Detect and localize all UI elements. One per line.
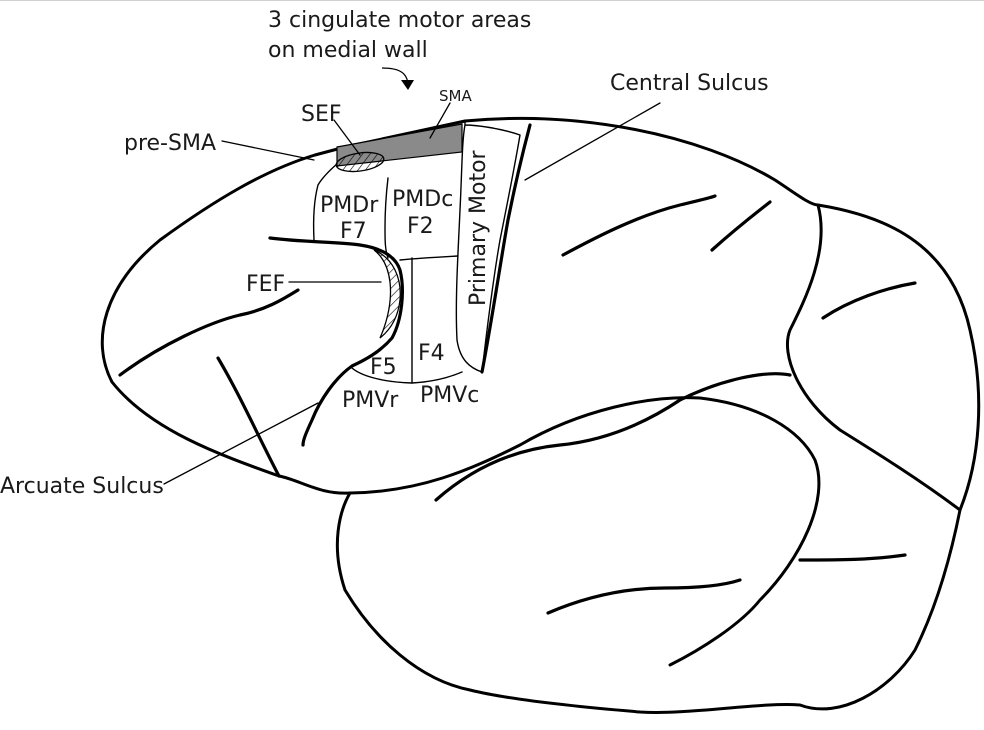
- pmvr-label: PMVr: [342, 388, 399, 413]
- sma-label: SMA: [439, 87, 472, 105]
- sef-leader: [333, 119, 361, 156]
- pmdr-label: PMDr: [320, 193, 379, 218]
- cingulate-label-line2: on medial wall: [268, 38, 428, 63]
- f4-label: F4: [418, 341, 445, 366]
- parietal-sulcus: [710, 200, 772, 252]
- arcuate-sulcus-label: Arcuate Sulcus: [0, 474, 164, 499]
- primary-motor-label: Primary Motor: [466, 149, 491, 306]
- fef-label: FEF: [246, 272, 285, 297]
- inferior-temporal-sulcus: [546, 578, 742, 615]
- lunate-sulcus: [798, 553, 907, 562]
- pmd-pmv-boundary: [399, 255, 459, 261]
- lateral-frontal-sulcus: [216, 356, 281, 478]
- central-sulcus-label: Central Sulcus: [610, 71, 769, 96]
- intraparietal-sulcus: [561, 194, 717, 257]
- cingulate-arrow-head: [401, 80, 414, 90]
- superior-temporal-sulcus: [434, 372, 792, 502]
- top-border: [0, 0, 984, 1]
- f7-upper-boundary: [312, 162, 339, 241]
- posterior-sulcus: [821, 281, 917, 320]
- brain-outline: [100, 116, 981, 714]
- primary-motor-strip: [455, 120, 521, 373]
- central-sulcus-line: [480, 123, 532, 374]
- cingulate-label-line1: 3 cingulate motor areas: [268, 8, 531, 33]
- principal-sulcus: [118, 288, 300, 377]
- arcuate-upper-limb: [268, 236, 404, 447]
- central-sulcus-leader: [524, 102, 661, 181]
- f7-label: F7: [340, 219, 367, 244]
- sef-label: SEF: [301, 102, 342, 127]
- pre-sma-leader: [221, 140, 315, 161]
- arcuate-sulcus-leader: [163, 402, 319, 485]
- f5-label: F5: [370, 355, 397, 380]
- sma-leader: [429, 102, 451, 139]
- pmdc-label: PMDc: [392, 187, 453, 212]
- temporal-boundary: [277, 396, 821, 667]
- fef-region: [373, 249, 401, 339]
- pmvc-label: PMVc: [420, 383, 479, 408]
- pmd-boundary: [384, 177, 389, 259]
- f2-label: F2: [407, 214, 434, 239]
- pmv-lower-boundary: [351, 367, 463, 384]
- pre-sma-label: pre-SMA: [124, 131, 216, 156]
- occipital-fold: [785, 203, 962, 512]
